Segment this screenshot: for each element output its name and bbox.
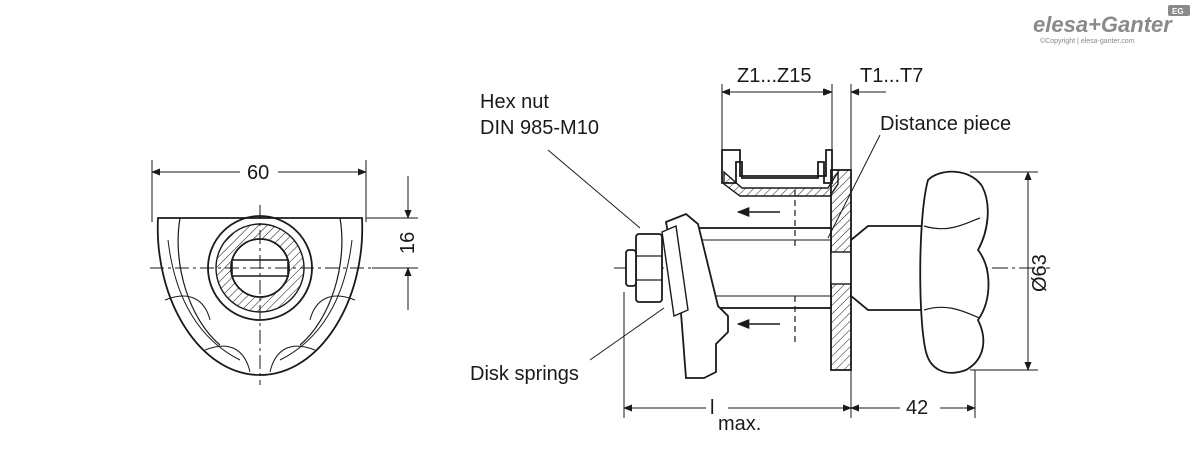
brand-copyright: ©Copyright | elesa-ganter.com xyxy=(1040,37,1135,45)
label-distance-piece: Distance piece xyxy=(880,113,1011,135)
label-hex-nut: Hex nut xyxy=(480,91,549,113)
label-disk-springs: Disk springs xyxy=(470,363,579,385)
hex-nut xyxy=(635,233,663,303)
label-lmax: l xyxy=(710,397,714,419)
knob-flute xyxy=(279,239,353,361)
knob-flute xyxy=(167,239,241,361)
side-view xyxy=(547,84,1050,418)
label-lmax-sub: max. xyxy=(718,413,761,435)
label-profile-range: Z1...Z15 xyxy=(737,65,811,87)
brand-badge-box xyxy=(1168,5,1190,16)
brand-badge: EG xyxy=(1172,7,1184,16)
label-diameter: Ø63 xyxy=(1029,254,1051,292)
dim-label-16: 16 xyxy=(397,232,419,254)
knob-lobe-line xyxy=(923,217,981,230)
distance-piece xyxy=(830,251,852,285)
bolt-end xyxy=(625,249,637,287)
knob-flute xyxy=(269,345,316,373)
profile-outline xyxy=(721,149,833,184)
leader-distance-piece xyxy=(827,134,881,239)
knob-flute xyxy=(299,217,343,346)
leader-disk-springs xyxy=(589,307,665,361)
knob-flute xyxy=(164,295,211,321)
knob-head xyxy=(919,170,990,374)
disk-spring xyxy=(661,224,689,318)
knob-flute xyxy=(177,217,221,346)
label-length-42: 42 xyxy=(906,397,928,419)
label-thickness-range: T1...T7 xyxy=(860,65,923,87)
dim-label-60: 60 xyxy=(247,162,269,184)
brand-logo: elesa+Ganter EG ©Copyright | elesa-gante… xyxy=(1033,5,1190,45)
label-hex-nut-spec: DIN 985-M10 xyxy=(480,117,599,139)
knob-neck xyxy=(850,225,929,311)
hub-hatch xyxy=(215,224,304,312)
leader-hex-nut xyxy=(547,149,641,229)
knob-flute xyxy=(204,345,251,373)
cam-plate xyxy=(664,212,729,379)
knob-lobe-line xyxy=(923,306,981,319)
knob-flute xyxy=(309,295,356,321)
brand-name: elesa+Ganter xyxy=(1033,12,1173,37)
front-view xyxy=(150,160,418,385)
